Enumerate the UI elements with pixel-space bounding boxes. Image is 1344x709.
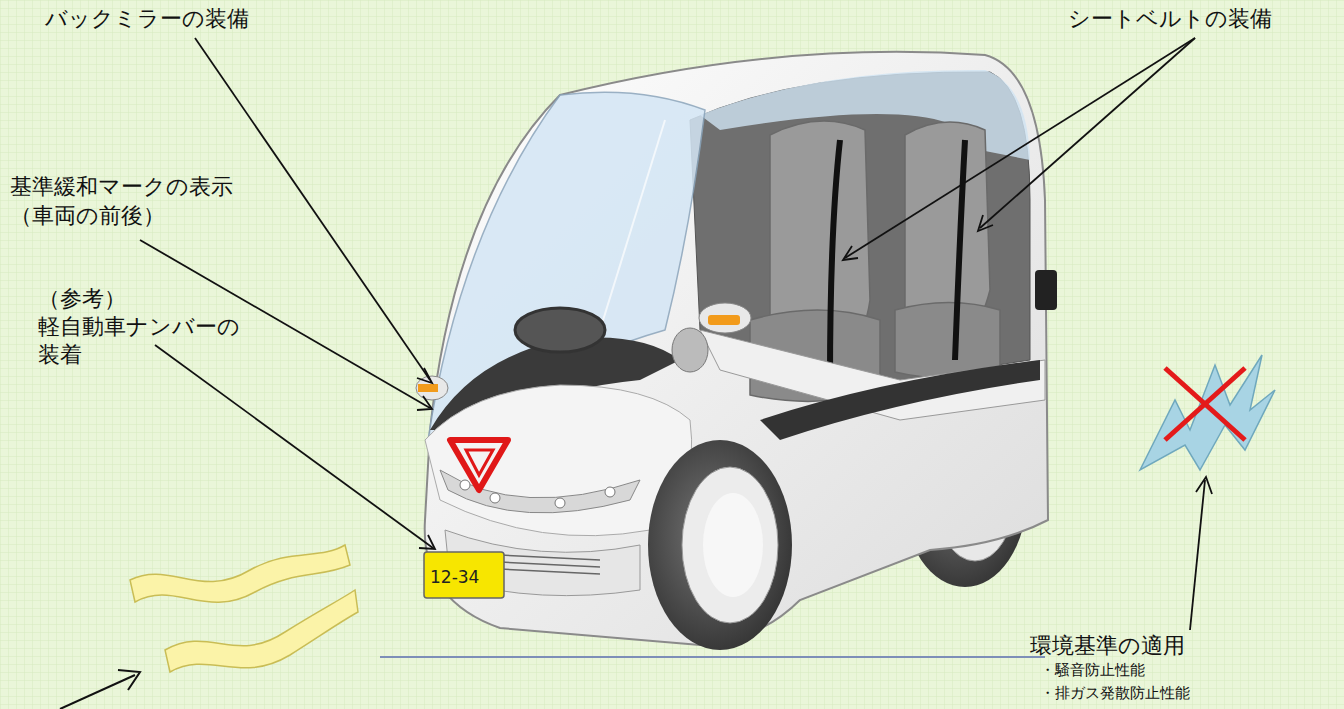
license-plate — [424, 552, 504, 598]
callout-label: 基準緩和マークの表示 — [10, 174, 233, 200]
callout-label: （車両の前後） — [10, 203, 165, 229]
mirror-lamp — [708, 315, 740, 325]
mirror — [699, 303, 751, 333]
car-body — [425, 52, 1048, 645]
side-stripe — [760, 360, 1040, 440]
mitigation-mark-inner — [466, 450, 493, 475]
front-tire — [648, 440, 792, 650]
prohibition-x — [1165, 368, 1245, 440]
callout-label: バックミラーの装備 — [45, 6, 249, 32]
leader-arrowhead — [118, 670, 140, 690]
windshield-highlight — [600, 120, 665, 330]
leader-lines — [140, 38, 1212, 630]
plate-number: 12-34 — [430, 567, 479, 587]
mitigation-mark — [450, 440, 508, 490]
callout-label: ・排ガス発散防止性能 — [1040, 684, 1190, 702]
steering-wheel — [515, 308, 605, 352]
callout-label: 環境基準の適用 — [1030, 633, 1185, 659]
rear-lamp — [1035, 270, 1057, 310]
ground-line — [380, 656, 1045, 658]
wind-waves — [130, 545, 358, 672]
exhaust-cloud — [1140, 355, 1275, 470]
callout-label: 装着 — [38, 342, 82, 368]
mirror-lamp — [418, 384, 438, 392]
callout-label: （参考） — [38, 286, 126, 312]
front-rim — [682, 467, 778, 623]
front-hub — [703, 493, 763, 597]
leader-line — [60, 675, 135, 709]
callout-label: 軽自動車ナンバーの — [38, 314, 240, 340]
side-pod — [672, 328, 708, 372]
seat-belts — [830, 140, 965, 380]
callout-label: ・騒音防止性能 — [1040, 661, 1145, 679]
grille — [500, 555, 600, 574]
callout-label: シートベルトの装備 — [1068, 6, 1272, 32]
